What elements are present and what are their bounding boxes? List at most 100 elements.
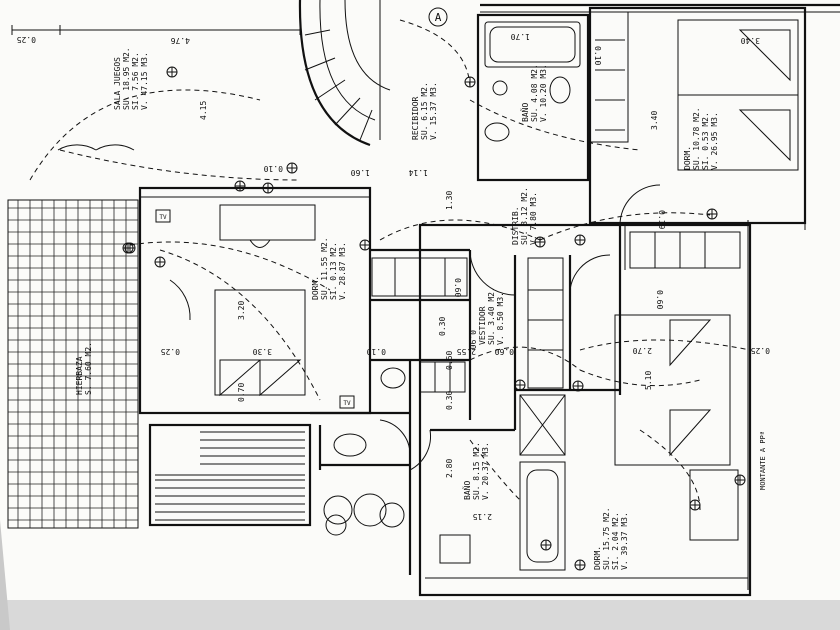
tv-outlet-a: TV	[155, 209, 171, 223]
closet-distrib	[527, 257, 564, 389]
dim-4-15: 4.15	[199, 101, 208, 120]
light-fixture-icon	[534, 236, 546, 248]
room-vestidor-su: SU. 3.40 M2.	[487, 287, 496, 345]
light-fixture-icon	[166, 66, 178, 78]
dim-2-15: 2.15	[473, 512, 492, 521]
light-fixture-icon	[689, 499, 701, 511]
light-fixture-icon	[122, 242, 134, 254]
room-bano-bottom-su: SU. 8.15 M2.	[472, 442, 481, 500]
marker-a-label: A	[435, 11, 442, 24]
tv-tag-b: TV	[343, 400, 351, 407]
room-hierbaza-s: S. 7.60 M2.	[84, 342, 93, 395]
dim-0-10-b: 0.10	[367, 347, 386, 356]
room-vestidor-name: VESTIDOR	[478, 306, 487, 345]
room-dorm-mid-si: SI. 0.13 M2.	[329, 242, 338, 300]
dim-2-80: 2.80	[445, 459, 454, 478]
room-bano-top-name: BAÑO	[520, 103, 530, 122]
room-vestidor-v: V. 8.50 M3.	[496, 292, 505, 345]
exterior-walls	[138, 3, 840, 597]
dim-0-70: 0.70	[237, 383, 246, 402]
dim-4-76: 4.76	[171, 36, 190, 45]
paper-shadow	[0, 600, 840, 630]
room-label-sala-juegos: SALA JUEGOS SU. 18.95 M2. SI. 7.56 M2. V…	[113, 47, 149, 110]
closet-mid	[371, 257, 468, 297]
room-distrib-name: DISTRIB.	[511, 206, 520, 245]
light-fixtures	[122, 66, 746, 571]
door-swings	[57, 144, 661, 471]
dim-0-10-a: 0.10	[264, 164, 283, 173]
dim-0-30-b: 0.30	[445, 391, 454, 410]
room-sala-si: SI. 7.56 M2.	[131, 52, 140, 110]
room-hierbaza-name: HIERBAZA	[75, 356, 84, 395]
dim-0-25-top-left: 0.25	[17, 35, 36, 44]
room-sala-name: SALA JUEGOS	[113, 57, 122, 110]
bed-mid-left	[214, 289, 306, 397]
dim-2-70: 2.70	[633, 346, 652, 355]
room-label-bano-bottom: BAÑO SU. 8.15 M2. V. 20.37 M3.	[462, 442, 490, 500]
dim-0-30: 0.30	[438, 317, 447, 336]
light-fixture-icon	[706, 208, 718, 220]
light-fixture-icon	[514, 379, 526, 391]
light-fixture-icon	[286, 162, 298, 174]
exterior-stairs	[148, 423, 312, 527]
room-label-distrib: DISTRIB. SU. 3.12 M2. V. 7.80 M3.	[511, 187, 538, 245]
dim-1-14: 1.14	[409, 168, 428, 177]
dim-3-40-right: 3.40	[650, 111, 659, 130]
room-label-dorm-mid: DORM. SU. 11.55 M2. SI. 0.13 M2. V. 28.8…	[311, 237, 347, 300]
room-bano-bottom-name: BAÑO	[462, 481, 472, 500]
dim-2-55: 2.55	[457, 347, 476, 356]
dim-0-25-right: 0.25	[751, 346, 770, 355]
room-label-dorm-big: DORM. SU. 15.75 M2. SI. 2.04 M2. V. 39.3…	[593, 507, 629, 570]
dim-0-19: 0.19	[657, 210, 666, 229]
room-dorm-big-si: SI. 2.04 M2.	[611, 512, 620, 570]
room-dorm-top-name: DORM.	[683, 146, 692, 170]
room-label-bano-top: BAÑO SU. 4.08 M2. V. 10.20 M3.	[520, 64, 548, 122]
section-marker-a: A	[428, 7, 448, 27]
room-distrib-v: V. 7.80 M3.	[529, 192, 538, 245]
tv-tag-a: TV	[159, 214, 167, 221]
dim-0-90: 0.90	[468, 330, 477, 349]
dim-5-10: 5.10	[644, 371, 653, 390]
dim-3-30: 3.30	[253, 347, 272, 356]
room-distrib-su: SU. 3.12 M2.	[520, 187, 529, 245]
desk-mid-left	[219, 204, 316, 248]
room-label-recibidor: RECIBIDOR SU. 6.15 M2. V. 15.37 M3.	[411, 82, 438, 140]
dim-0-10-closet: 0.10	[593, 46, 602, 65]
tv-outlet-b: TV	[339, 395, 355, 409]
dim-1-70: 1.70	[511, 32, 530, 41]
room-label-vestidor: VESTIDOR SU. 3.40 M2. V. 8.50 M3.	[478, 287, 505, 345]
room-dorm-big-su: SU. 15.75 M2.	[602, 507, 611, 570]
room-dorm-top-si: SI. 0.53 M2.	[701, 112, 710, 170]
dim-1-60: 1.60	[351, 168, 370, 177]
closet-top	[589, 11, 629, 143]
room-sala-su: SU. 18.95 M2.	[122, 47, 131, 110]
light-fixture-icon	[464, 76, 476, 88]
room-bano-top-v: V. 10.20 M3.	[539, 64, 548, 122]
light-fixture-icon	[574, 234, 586, 246]
spiral-staircase	[298, 0, 391, 147]
room-label-hierbaza: HIERBAZA S. 7.60 M2.	[75, 342, 93, 395]
dimension-labels: 0.25 4.76 4.15 0.10 1.60 1.14 1.70 0.10 …	[17, 32, 770, 521]
shower-tray	[519, 394, 566, 456]
toilet-top	[484, 76, 571, 142]
dim-0-60-b: 0.60	[445, 351, 454, 370]
light-fixture-icon	[574, 559, 586, 571]
light-fixture-icon	[734, 474, 746, 486]
dim-0-25-mid: 0.25	[161, 347, 180, 356]
garden-plants	[323, 493, 405, 536]
paper-fold	[0, 520, 10, 630]
light-fixture-icon	[262, 182, 274, 194]
room-bano-bottom-v: V. 20.37 M3.	[481, 442, 490, 500]
bathtub-bottom	[519, 461, 566, 571]
room-dorm-mid-v: V. 28.87 M3.	[338, 242, 347, 300]
room-label-dorm-top: DORM. SU. 10.78 M2. SI. 0.53 M2. V. 26.9…	[683, 107, 719, 170]
dim-3-20: 3.20	[237, 301, 246, 320]
dim-0-60-d: 0.60	[655, 290, 664, 309]
closet-small	[419, 361, 466, 393]
light-fixture-icon	[540, 539, 552, 551]
room-dorm-top-v: V. 26.95 M3.	[710, 112, 719, 170]
dim-0-60-c: 0.60	[495, 347, 514, 356]
room-dorm-big-name: DORM.	[593, 546, 602, 570]
hierbaza-tiles	[7, 199, 139, 529]
